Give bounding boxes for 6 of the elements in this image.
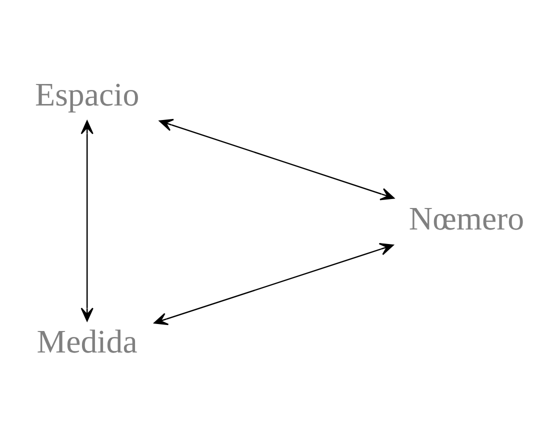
arrow [154,243,394,326]
node-text: Medida [36,324,138,360]
arrow [159,118,394,200]
node-text: Nœmero [408,202,524,238]
node-text: Espacio [34,77,140,114]
arrow [80,120,94,322]
